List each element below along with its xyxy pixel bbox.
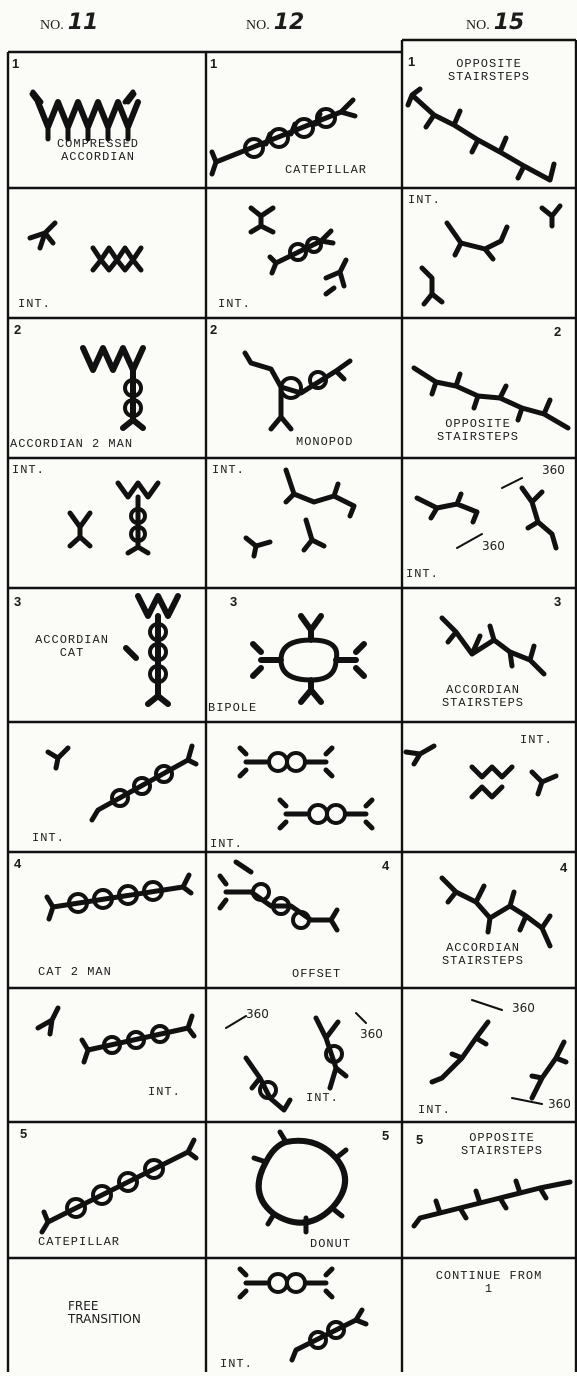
- formation-label: INT.: [148, 1086, 181, 1099]
- cell-int-r4c2: INT.: [206, 458, 402, 588]
- cell-int-r10c2: INT.: [206, 1258, 402, 1376]
- cell-int-r4c1: INT.: [8, 458, 206, 588]
- rotation-note: 360: [246, 1008, 269, 1021]
- cell-opposite-stairsteps-5: 5 OPPOSITE STAIRSTEPS: [402, 1122, 576, 1258]
- cell-bipole: 3 BIPOLE: [206, 588, 402, 722]
- rotation-note: 360: [548, 1098, 571, 1111]
- cell-compressed-accordian: 1 COMPRESSED ACCORDIAN: [8, 52, 206, 188]
- rotation-note: 360: [360, 1028, 383, 1041]
- formation-label: ACCORDIAN STAIRSTEPS: [418, 684, 548, 710]
- cell-int-r6c1: INT.: [8, 722, 206, 852]
- formation-label: INT.: [408, 194, 441, 207]
- formation-label: INT.: [18, 298, 51, 311]
- formation-label: CATEPILLAR: [38, 1236, 120, 1249]
- compressed-accordian-figure: [8, 52, 206, 188]
- transition-figure: [8, 458, 206, 588]
- formation-label: OPPOSITE STAIRSTEPS: [432, 1132, 572, 1158]
- cell-offset: 4 OFFSET: [206, 852, 402, 988]
- formation-label: INT.: [306, 1092, 339, 1105]
- cell-monopod: 2 MONOPOD: [206, 318, 402, 458]
- formation-label: MONOPOD: [296, 436, 353, 449]
- formation-label: ACCORDIAN STAIRSTEPS: [418, 942, 548, 968]
- cell-free-transition: FREE TRANSITION: [8, 1258, 206, 1376]
- formation-label: OPPOSITE STAIRSTEPS: [408, 418, 548, 444]
- formation-label: INT.: [218, 298, 251, 311]
- formation-label: CATEPILLAR: [256, 164, 396, 177]
- formation-label: OFFSET: [292, 968, 341, 981]
- formation-label: INT.: [12, 464, 45, 477]
- cell-int-r8c3: 360 360 INT.: [402, 988, 576, 1122]
- cell-int-r8c1: INT.: [8, 988, 206, 1122]
- formation-label: INT.: [210, 838, 243, 851]
- transition-figure: [206, 988, 402, 1122]
- formation-label: INT.: [212, 464, 245, 477]
- formation-label: FREE TRANSITION: [68, 1300, 141, 1326]
- formation-label: DONUT: [310, 1238, 351, 1251]
- cell-accordian-stairsteps-4: 4 ACCORDIAN STAIRSTEPS: [402, 852, 576, 988]
- cell-int-r2c1: INT.: [8, 188, 206, 318]
- cell-int-r4c3: 360 360 INT.: [402, 458, 576, 588]
- cell-accordian-stairsteps-3: 3 ACCORDIAN STAIRSTEPS: [402, 588, 576, 722]
- donut-figure: [206, 1122, 402, 1258]
- formation-label: ACCORDIAN CAT: [22, 634, 122, 660]
- rotation-note: 360: [512, 1002, 535, 1015]
- transition-figure: [206, 722, 402, 852]
- transition-figure: [8, 988, 206, 1122]
- cell-int-r8c2: 360 360 INT.: [206, 988, 402, 1122]
- cell-donut: 5 DONUT: [206, 1122, 402, 1258]
- rotation-note: 360: [482, 540, 505, 553]
- formation-label: BIPOLE: [208, 702, 257, 715]
- cell-accordian-cat: 3 ACCORDIAN CAT: [8, 588, 206, 722]
- transition-figure: [206, 458, 402, 588]
- formation-label: CAT 2 MAN: [38, 966, 112, 979]
- cell-accordian-2-man: 2 ACCORDIAN 2 MAN: [8, 318, 206, 458]
- cell-int-r2c2: INT.: [206, 188, 402, 318]
- formation-label: CONTINUE FROM 1: [406, 1270, 572, 1296]
- formation-label: INT.: [32, 832, 65, 845]
- cell-int-r6c2: INT.: [206, 722, 402, 852]
- formation-label: INT.: [418, 1104, 451, 1117]
- formation-label: OPPOSITE STAIRSTEPS: [402, 58, 576, 84]
- cell-int-r2c3: INT.: [402, 188, 576, 318]
- cell-cat-2-man: 4 CAT 2 MAN: [8, 852, 206, 988]
- formation-label: INT.: [520, 734, 553, 747]
- cell-opposite-stairsteps-1: 1 OPPOSITE STAIRSTEPS: [402, 40, 576, 188]
- formation-label: COMPRESSED ACCORDIAN: [28, 138, 168, 164]
- formation-label: INT.: [220, 1358, 253, 1371]
- transition-figure: [402, 188, 576, 318]
- formation-label: INT.: [406, 568, 439, 581]
- rotation-note: 360: [542, 464, 565, 477]
- cell-catepillar: 1 CATEPILLAR: [206, 52, 402, 188]
- formation-label: ACCORDIAN 2 MAN: [10, 438, 133, 451]
- cell-catepillar-5: 5 CATEPILLAR: [8, 1122, 206, 1258]
- cell-int-r6c3: INT.: [402, 722, 576, 852]
- cell-continue-from: CONTINUE FROM 1: [402, 1258, 576, 1376]
- cell-opposite-stairsteps-2: 2 OPPOSITE STAIRSTEPS: [402, 318, 576, 458]
